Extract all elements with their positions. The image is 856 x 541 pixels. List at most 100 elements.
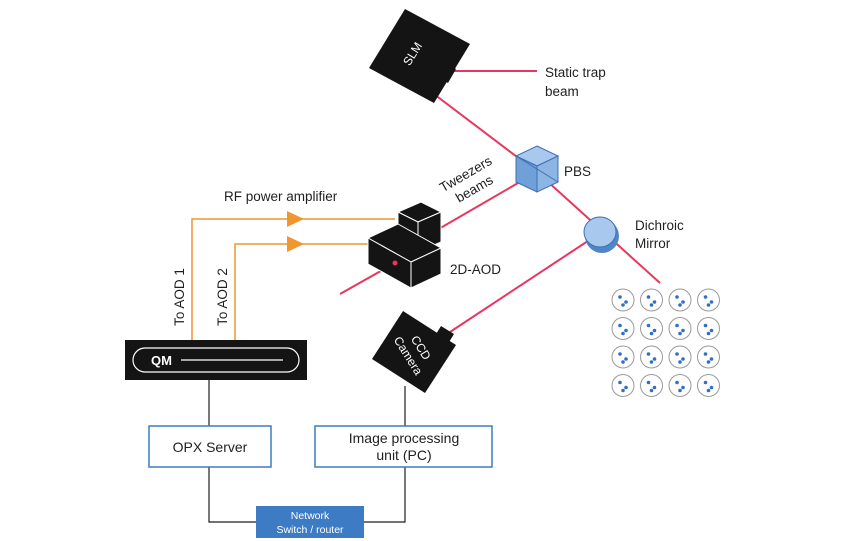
atom-trap-ring bbox=[697, 288, 720, 312]
dichroic-mirror bbox=[583, 216, 619, 253]
image-processing-box bbox=[314, 425, 493, 468]
ccd-body bbox=[372, 311, 456, 393]
atom-site bbox=[611, 288, 635, 312]
atom-dot bbox=[706, 388, 711, 393]
atom-dot bbox=[652, 300, 657, 304]
pbs-cube bbox=[514, 145, 560, 193]
atom-dot bbox=[621, 303, 625, 307]
atom-dot bbox=[709, 385, 714, 390]
atom-dot bbox=[649, 388, 654, 393]
atom-dot bbox=[646, 352, 651, 356]
rf-line-aod2 bbox=[234, 243, 372, 340]
atom-dot bbox=[618, 323, 622, 328]
atom-dot bbox=[621, 331, 625, 336]
static-trap-label: Static trap bbox=[545, 65, 606, 80]
atom-dot bbox=[652, 385, 657, 390]
atom-dot bbox=[709, 328, 714, 333]
to-aod1-label: To AOD 1 bbox=[172, 268, 187, 326]
atom-dot bbox=[703, 352, 708, 356]
tweezers-beams-label: Tweezers beams bbox=[437, 153, 496, 205]
connection-wires bbox=[208, 380, 406, 523]
slm-port bbox=[432, 60, 456, 83]
atom-site bbox=[697, 317, 720, 340]
atom-dot bbox=[678, 303, 682, 307]
atom-dot bbox=[703, 295, 708, 299]
atom-dot bbox=[678, 331, 682, 336]
atom-dot bbox=[675, 380, 679, 385]
atom-site bbox=[611, 374, 635, 397]
rf-amplifier-label: RF power amplifier bbox=[224, 189, 338, 204]
atom-dot bbox=[681, 385, 685, 390]
atom-dot bbox=[675, 295, 679, 299]
atom-trap-ring bbox=[640, 374, 663, 397]
atom-dot bbox=[649, 360, 654, 364]
atom-dot bbox=[624, 328, 628, 333]
atom-dot bbox=[618, 352, 622, 356]
network-switch-box bbox=[256, 506, 364, 538]
atom-dot bbox=[706, 331, 711, 336]
atom-dot bbox=[646, 295, 651, 299]
slm-device: SLM bbox=[369, 9, 470, 103]
wire-ipu-network bbox=[364, 467, 406, 523]
atom-site bbox=[640, 374, 663, 397]
atom-dot bbox=[703, 380, 708, 385]
atom-dot bbox=[709, 300, 714, 304]
atom-dot bbox=[646, 323, 651, 328]
atom-site bbox=[668, 374, 692, 397]
ccd-lens bbox=[433, 326, 454, 347]
atom-site bbox=[668, 317, 692, 340]
atom-trap-ring bbox=[668, 288, 692, 312]
atom-dot bbox=[675, 352, 679, 356]
pbs-label: PBS bbox=[564, 164, 591, 179]
atom-dot bbox=[624, 357, 628, 361]
qm-controller-slot bbox=[132, 347, 300, 373]
network-label-2: Switch / router bbox=[276, 524, 344, 536]
atom-dot bbox=[621, 360, 625, 364]
atom-site bbox=[640, 288, 663, 312]
network-label: Network bbox=[291, 510, 330, 522]
atom-trap-ring bbox=[611, 345, 635, 369]
atom-site bbox=[697, 288, 720, 312]
atom-site bbox=[640, 317, 663, 340]
ccd-camera: CCD Camera bbox=[372, 311, 456, 393]
laser-beams bbox=[339, 70, 661, 333]
atom-dot bbox=[618, 295, 622, 299]
atom-dot bbox=[709, 357, 714, 361]
atom-site bbox=[668, 345, 692, 369]
atom-dot bbox=[678, 360, 682, 364]
atom-site bbox=[611, 345, 635, 369]
atom-trap-ring bbox=[668, 374, 692, 397]
rf-amplifier-1-icon bbox=[287, 211, 304, 227]
qm-controller: QM bbox=[125, 340, 307, 380]
rf-amplifier-2-icon bbox=[287, 236, 304, 252]
aod-device bbox=[366, 201, 443, 289]
atom-dot bbox=[618, 380, 622, 385]
atom-dot bbox=[624, 385, 628, 390]
dichroic-to-ccd-beam bbox=[449, 232, 601, 333]
to-aod2-label: To AOD 2 bbox=[215, 268, 230, 326]
atom-trap-ring bbox=[668, 317, 692, 340]
image-processing-label-2: unit (PC) bbox=[376, 447, 431, 463]
atom-dot bbox=[706, 303, 711, 307]
atom-dot bbox=[681, 328, 685, 333]
atom-dot bbox=[652, 357, 657, 361]
opx-server-box bbox=[148, 425, 272, 468]
atom-dot bbox=[649, 331, 654, 336]
atom-trap-ring bbox=[611, 374, 635, 397]
image-processing-label: Image processing bbox=[349, 430, 460, 446]
atom-site bbox=[611, 317, 635, 340]
atom-trap-ring bbox=[697, 374, 720, 397]
dichroic-label: Dichroic bbox=[635, 218, 684, 233]
atom-trap-ring bbox=[697, 345, 720, 369]
atom-dot bbox=[678, 388, 682, 393]
atom-dot bbox=[649, 303, 654, 307]
atom-dot bbox=[706, 360, 711, 364]
atom-trap-ring bbox=[611, 317, 635, 340]
atom-dot bbox=[621, 388, 625, 393]
aod-beam-spot bbox=[392, 260, 398, 266]
atom-site bbox=[640, 345, 663, 369]
atom-trap-ring bbox=[640, 345, 663, 369]
atom-trap-ring bbox=[640, 288, 663, 312]
dichroic-label-2: Mirror bbox=[635, 236, 671, 251]
